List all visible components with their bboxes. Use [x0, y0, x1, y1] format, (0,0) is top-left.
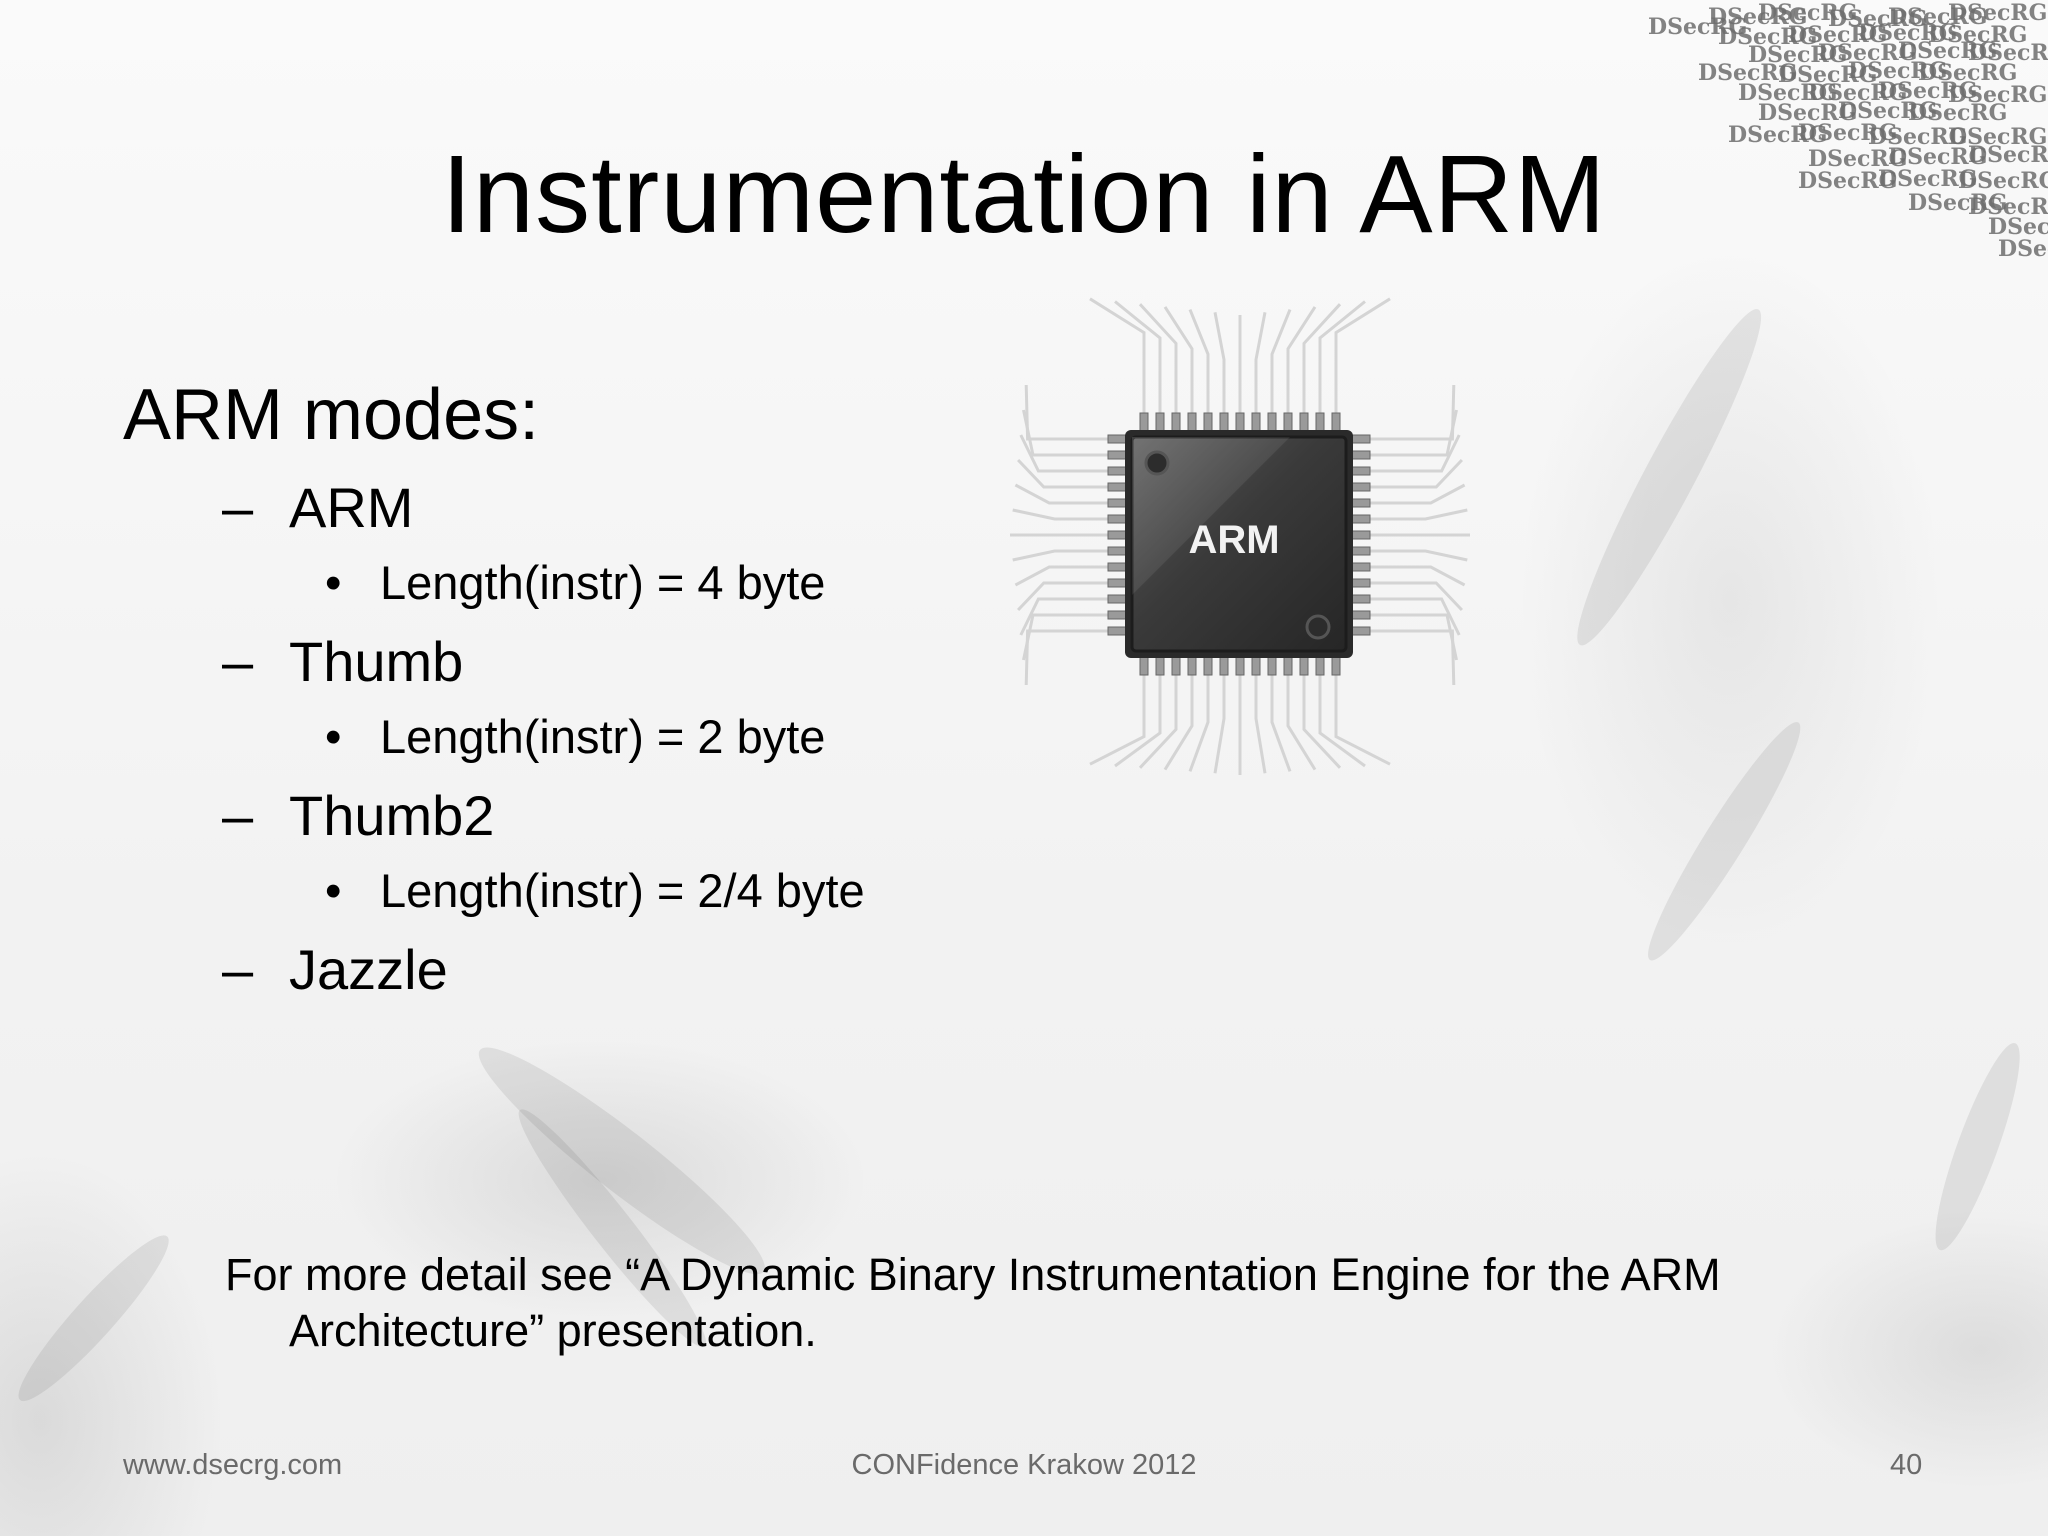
watermark-text: DSecRG — [1798, 120, 1898, 146]
dash-marker: – — [222, 630, 254, 693]
watermark-text: DSecRG — [1838, 98, 1938, 124]
watermark-text: DSecRG — [1968, 142, 2048, 168]
brush-stroke — [1633, 711, 1816, 971]
brush-stroke — [1557, 297, 1781, 657]
watermark-text: DSecRG — [1738, 80, 1838, 106]
mode-name: ARM — [289, 476, 414, 539]
watermark-text: DSecRG — [1898, 38, 1998, 64]
watermark-text: DSecRG — [1868, 124, 1968, 150]
dash-marker: – — [222, 784, 254, 847]
watermark-text: DSecRG — [1948, 0, 2048, 26]
footer-website: www.dsecrg.com — [123, 1449, 343, 1481]
watermark-text: DSecRG — [1908, 190, 2008, 216]
watermark-text: DSecRG — [1758, 0, 1858, 26]
watermark-text: DSecRG — [1888, 144, 1988, 170]
watermark-text: DSecRG — [1948, 124, 2048, 150]
watermark-text: DSecRG — [1808, 80, 1908, 106]
watermark-text: DSecRG — [1808, 146, 1908, 172]
watermark-text: DSecRG — [1848, 58, 1948, 84]
watermark-text: DSecRG — [1988, 214, 2048, 240]
watermark-text: DSecRG — [1908, 100, 2008, 126]
mode-name: Thumb2 — [289, 784, 495, 847]
watermark-text: DSecRG — [1708, 4, 1808, 30]
watermark-text: DSecRG — [1758, 100, 1858, 126]
section-heading: ARM modes: — [123, 375, 540, 455]
slide-title: Instrumentation in ARM — [441, 133, 1607, 256]
watermark-text: DSecRG — [1928, 22, 2028, 48]
note-line-1: For more detail see “A Dynamic Binary In… — [225, 1249, 1721, 1300]
watermark-text: DSecRG — [1968, 40, 2048, 66]
dash-marker: – — [222, 476, 254, 539]
page-number: 40 — [1890, 1449, 1923, 1481]
watermark-text: DSecRG — [1948, 82, 2048, 108]
watermark-text: DSecRG — [1918, 60, 2018, 86]
watermark-text: DSecRG — [1728, 122, 1828, 148]
watermark-text: DSecRG — [1778, 62, 1878, 88]
watermark-text: DSecRG — [1798, 168, 1898, 194]
watermark-text: DSecRG — [1968, 194, 2048, 220]
watermark-text: DSecRG — [1648, 14, 1748, 40]
note-line-2: Architecture” presentation. — [289, 1305, 817, 1356]
mode-detail-text: Length(instr) = 2/4 byte — [380, 864, 865, 917]
reference-note: For more detail see “A Dynamic Binary In… — [225, 1247, 1845, 1359]
watermark-text: DSecRG — [1958, 168, 2048, 194]
chip-label: ARM — [1188, 518, 1279, 562]
watermark-text: DSecRG — [1888, 4, 1988, 30]
watermark-text: DSecRG — [1748, 42, 1848, 68]
cpu-chip-icon: ARM — [990, 285, 1490, 805]
mode-name: Thumb — [289, 630, 464, 693]
watermark-text: DSecRG — [1828, 6, 1928, 32]
dash-marker: – — [222, 938, 254, 1001]
bullet-marker: • — [325, 864, 342, 917]
mode-name: Jazzle — [289, 938, 448, 1001]
watermark-text: DSecRG — [1698, 60, 1798, 86]
watermark-text: DSecRG — [1998, 236, 2048, 260]
watermark-text: DSecRG — [1878, 78, 1978, 104]
watermark-text: DSecRG — [1718, 24, 1818, 50]
brush-stroke — [5, 1223, 183, 1414]
footer-event: CONFidence Krakow 2012 — [851, 1449, 1197, 1481]
watermark-text: DSecRG — [1788, 22, 1888, 48]
watermark-text: DSecRG — [1858, 20, 1958, 46]
bullet-marker: • — [325, 710, 342, 763]
watermark-text: DSecRG — [1878, 166, 1978, 192]
bullet-marker: • — [325, 556, 342, 609]
mode-detail-text: Length(instr) = 4 byte — [380, 556, 826, 609]
brush-stroke — [1921, 1036, 2035, 1257]
mode-detail-text: Length(instr) = 2 byte — [380, 710, 826, 763]
watermark-text: DSecRG — [1818, 40, 1918, 66]
